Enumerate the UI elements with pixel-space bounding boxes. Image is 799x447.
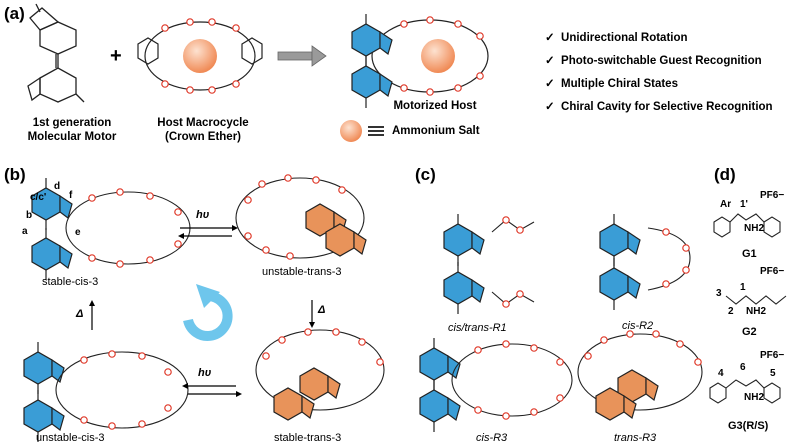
- motorized-host-caption: Motorized Host: [393, 100, 477, 112]
- g2-num-3: 3: [716, 288, 722, 299]
- reaction-arrow: [277, 45, 327, 67]
- unstable-cis-3-molecule: [23, 341, 189, 443]
- g2-structure: [725, 295, 787, 305]
- g1-label: G1: [742, 248, 757, 260]
- g3-num-4: 4: [718, 368, 724, 379]
- panel-label-b: (b): [4, 165, 26, 184]
- label-unstable-cis-3: unstable-cis-3: [36, 432, 105, 444]
- g2-counterion: PF6−: [760, 266, 785, 277]
- motor-molecule: [27, 3, 85, 103]
- label-r2: cis-R2: [622, 320, 654, 332]
- ammonium-ball-icon: [340, 120, 362, 142]
- stable-trans-3-oxygens: [262, 328, 384, 366]
- label-r3-trans: trans-R3: [614, 432, 657, 444]
- delta-label-right: Δ: [318, 304, 326, 316]
- g2-num-2: 2: [728, 306, 734, 317]
- g3-counterion: PF6−: [760, 350, 785, 361]
- panel-label-c: (c): [415, 165, 436, 184]
- unstable-trans-3-molecule: [235, 177, 367, 259]
- stable-trans-3-molecule: [255, 329, 385, 421]
- stable-cis-3-molecule: [31, 177, 191, 281]
- thermal-arrow-left: [89, 300, 95, 330]
- motorized-host: [351, 13, 489, 109]
- hv-arrows-bottom: [182, 383, 242, 397]
- atom-label-b: b: [26, 210, 33, 221]
- label-stable-cis-3: stable-cis-3: [42, 276, 99, 288]
- g3-structure: [709, 379, 781, 404]
- motor-caption: 1st generation Molecular Motor: [27, 117, 117, 143]
- r3-cis-molecule: [419, 337, 573, 433]
- unstable-cis-3-oxygens: [80, 350, 172, 430]
- feature-item-2: ✓ Photo-switchable Guest Recognition: [545, 55, 762, 67]
- panel-label-a: (a): [4, 4, 25, 23]
- r1-molecule: [443, 213, 535, 315]
- g3-nh2: NH2: [744, 392, 765, 403]
- hv-arrows-top: [178, 225, 238, 239]
- g1-nh2: NH2: [744, 223, 765, 234]
- g2-nh2: NH2: [746, 306, 767, 317]
- hv-label-bottom: hυ: [198, 367, 212, 379]
- atom-label-f: f: [69, 190, 73, 201]
- g1-structure: [713, 213, 781, 238]
- atom-label-e: e: [75, 227, 81, 238]
- label-unstable-trans-3: unstable-trans-3: [262, 266, 342, 278]
- feature-item-3: ✓ Multiple Chiral States: [545, 78, 678, 90]
- g3-num-6: 6: [740, 362, 746, 373]
- ammonium-salt-label: Ammonium Salt: [392, 125, 480, 137]
- g3-num-5: 5: [770, 368, 776, 379]
- g3-label: G3(R/S): [728, 420, 769, 432]
- g1-position-label: 1': [740, 199, 748, 210]
- atom-label-a: a: [22, 226, 28, 237]
- r3-trans-molecule: [577, 330, 703, 421]
- delta-label-left: Δ: [76, 308, 84, 320]
- g2-num-1: 1: [740, 282, 746, 293]
- host-caption: Host Macrocycle (Crown Ether): [157, 117, 249, 143]
- crown-ether-host: [137, 21, 263, 91]
- feature-item-1: ✓ Unidirectional Rotation: [545, 32, 688, 44]
- plus-sign: +: [110, 45, 122, 67]
- label-r3-cis: cis-R3: [476, 432, 508, 444]
- r2-molecule: [599, 213, 691, 311]
- atom-label-c: c/c': [30, 192, 47, 203]
- label-r1: cis/trans-R1: [448, 322, 507, 334]
- g1-ar-label: Ar: [720, 199, 732, 210]
- atom-label-d: d: [54, 181, 61, 192]
- feature-item-4: ✓ Chiral Cavity for Selective Recognitio…: [545, 101, 773, 113]
- hv-label-top: hυ: [196, 209, 210, 221]
- label-stable-trans-3: stable-trans-3: [274, 432, 342, 444]
- g1-counterion: PF6−: [760, 190, 785, 201]
- panel-label-d: (d): [714, 165, 736, 184]
- equivalence-icon: [368, 126, 384, 136]
- rotation-arrow-icon: [183, 284, 233, 341]
- g2-label: G2: [742, 326, 757, 338]
- thermal-arrow-right: [309, 300, 315, 328]
